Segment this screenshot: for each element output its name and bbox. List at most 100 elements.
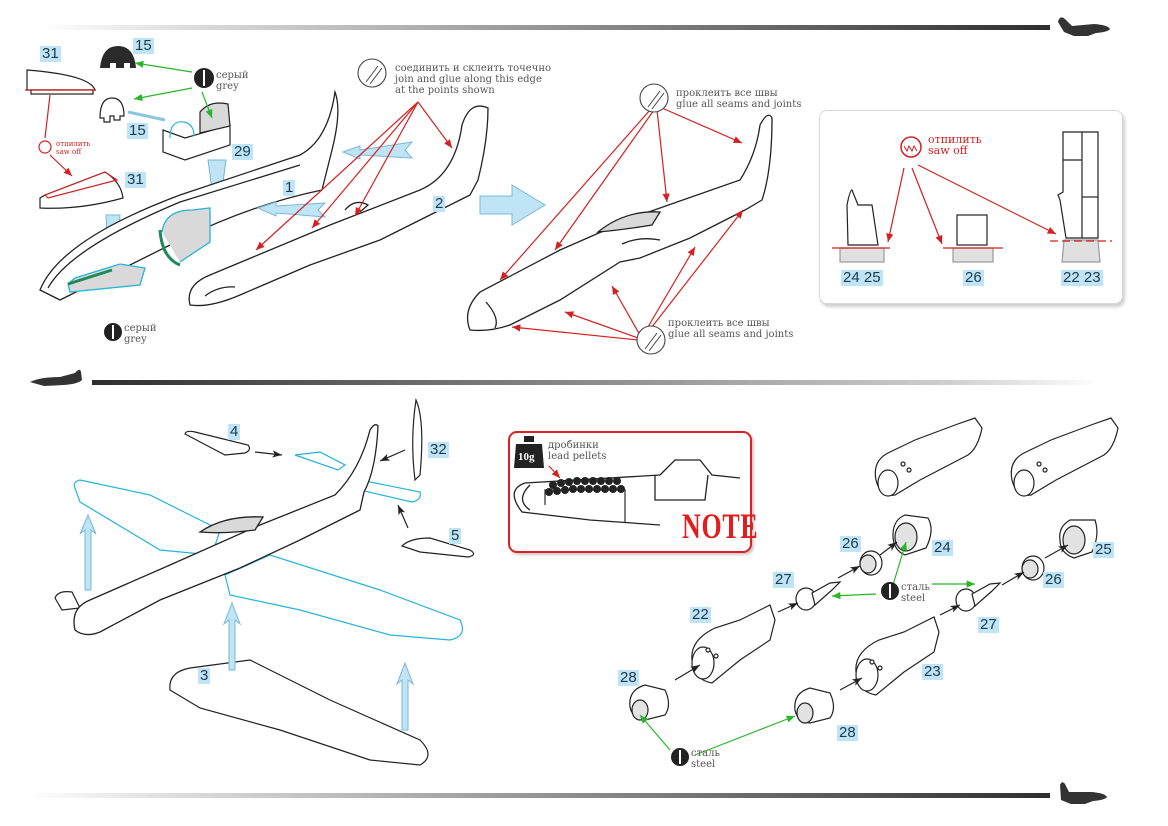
part-number-31: 31 <box>125 171 146 188</box>
part-24-25-exhaust <box>832 189 890 263</box>
part-number-4: 4 <box>228 423 241 440</box>
part-23-nacelle <box>855 616 940 696</box>
glue-seams-instruction-top: проклеить все швы glue all seams and joi… <box>676 88 801 110</box>
paint-arrow <box>201 91 213 119</box>
glue-ru: соединить и склеить точечно <box>395 63 552 74</box>
part-26-ring <box>943 214 1003 263</box>
part-number-23: 23 <box>922 663 943 680</box>
saw-en: saw off <box>928 144 968 157</box>
part-27-cone-right <box>955 582 1002 612</box>
part-number-15: 15 <box>127 122 148 139</box>
part-28-cone-left <box>629 684 670 721</box>
part-number-15: 15 <box>133 37 154 54</box>
part-1-fuselage-left-half <box>39 89 339 301</box>
glue-en-line1: join and glue along this edge <box>395 74 542 85</box>
part-number-28: 28 <box>837 724 858 741</box>
saw-icon <box>900 136 922 158</box>
part-15-bulkhead <box>99 97 125 123</box>
paint-ru: серый <box>124 323 157 334</box>
part-number-27: 27 <box>978 616 999 633</box>
assembled-airframe <box>73 424 379 636</box>
paint-grey-label-top: серый grey <box>216 70 249 92</box>
glue-tube-icon <box>636 325 666 355</box>
part-number-27: 27 <box>773 571 794 588</box>
note-heading: NOTE <box>682 506 759 546</box>
pellet-arrow <box>548 465 561 479</box>
part-15-instrument-panel <box>100 46 136 68</box>
weight-value: 10g <box>518 451 535 463</box>
part-number-32: 32 <box>428 441 449 458</box>
paint-ru: серый <box>216 70 249 81</box>
lower-wing <box>54 591 429 766</box>
part-number-2: 2 <box>433 195 446 212</box>
glue-points-instruction: соединить и склеить точечно join and glu… <box>395 63 551 96</box>
paint-arrow <box>134 60 193 73</box>
assembly-arrow <box>79 513 97 591</box>
part-25-exhaust-ring <box>1059 519 1098 559</box>
part-number-24: 24 <box>932 539 953 556</box>
part-26-ring-right <box>1021 555 1045 581</box>
part-number-28: 28 <box>618 669 639 686</box>
glue-en-line2: at the points shown <box>395 85 495 96</box>
paint-en: steel <box>901 593 926 604</box>
part-number-26: 26 <box>840 535 861 552</box>
part-number-22-23: 22 23 <box>1061 269 1103 286</box>
part-27-cone-left <box>795 581 842 611</box>
paint-en: grey <box>216 81 239 92</box>
glue-ru: проклеить все швы <box>676 88 778 99</box>
part-26-ring-left <box>859 550 883 576</box>
part-number-24-25: 24 25 <box>841 269 883 286</box>
assembly-arrow <box>127 110 166 122</box>
nose-section-drawing <box>513 459 741 526</box>
part-number-26: 26 <box>963 269 984 286</box>
saw-arrow <box>49 154 73 177</box>
part-number-25: 25 <box>1093 541 1114 558</box>
part-2-fuselage-right-half <box>188 105 489 307</box>
middle-divider-bar <box>92 380 1102 385</box>
saw-line <box>44 94 51 139</box>
part-number-22: 22 <box>690 606 711 623</box>
weight-icon <box>514 436 544 468</box>
paint-en: grey <box>124 334 147 345</box>
saw-ru: отпилить <box>928 133 982 146</box>
assembled-nacelle-left <box>874 417 983 497</box>
glue-en: glue all seams and joints <box>676 99 802 110</box>
part-4-stabilizer <box>184 430 251 456</box>
assembly-arrow <box>395 661 415 731</box>
paint-grey-label-bottom: серый grey <box>124 323 157 345</box>
assembled-nacelle-right <box>1010 417 1119 497</box>
glue-tube-icon <box>639 83 669 113</box>
part-number-29: 29 <box>232 143 253 160</box>
paint-steel-label-bottom: сталь steel <box>691 748 720 770</box>
pellets-en: lead pellets <box>548 451 607 462</box>
assembly-arrow <box>222 601 242 671</box>
part-22-23-nacelle <box>1050 131 1112 263</box>
bottom-divider-bar <box>25 793 1050 798</box>
paint-arrow <box>133 87 193 101</box>
glue-seams-instruction-bottom: проклеить все швы glue all seams and joi… <box>668 318 793 340</box>
glue-ru: проклеить все швы <box>668 318 770 329</box>
assembly-arrow <box>256 201 327 218</box>
part-31-cut-canopy <box>39 171 124 209</box>
part-number-3: 3 <box>198 667 211 684</box>
part-5-stabilizer <box>400 537 475 558</box>
assembled-fuselage <box>466 114 773 332</box>
part-number-1: 1 <box>283 179 296 196</box>
paint-en: steel <box>691 759 716 770</box>
part-number-26: 26 <box>1043 571 1064 588</box>
top-divider-bar <box>40 25 1050 30</box>
glue-arrows <box>255 101 453 251</box>
pellets-ru: дробинки <box>548 440 599 451</box>
saw-off-label: отпилить saw off <box>928 134 982 156</box>
paint-arrows <box>639 541 975 756</box>
lead-pellets-label: дробинки lead pellets <box>548 440 606 462</box>
glue-tube-icon <box>357 58 387 88</box>
assembly-arrow <box>397 504 409 529</box>
glue-en: glue all seams and joints <box>668 329 794 340</box>
saw-ru: отпилить <box>56 140 91 148</box>
saw-icon <box>38 140 52 154</box>
